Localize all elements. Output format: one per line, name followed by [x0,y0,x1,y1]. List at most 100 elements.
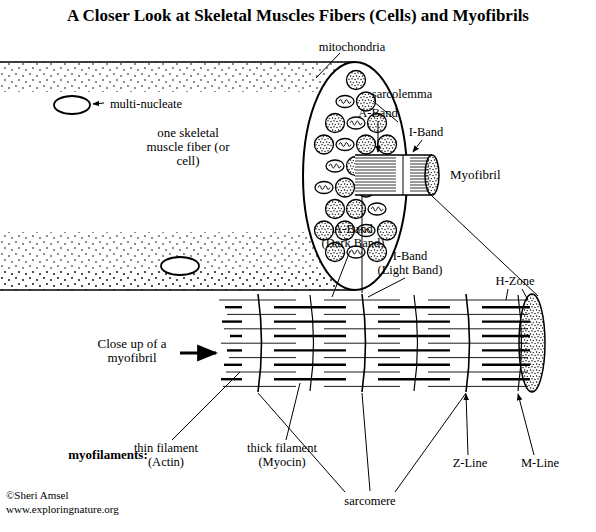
thin-filament [504,300,528,301]
myofibril-cylinder [425,155,439,195]
copyright-note: ©Sheri Amsel [6,488,206,502]
mitochondrion [336,139,354,151]
muscle-fiber-body [0,61,355,63]
thick-filament [378,306,450,308]
myofibril-cylinder [355,194,432,196]
myofibril-end [519,294,545,392]
myofibril-cylinder [355,161,396,162]
myofibril-cylinder [410,191,429,192]
mitochondrion [318,186,330,190]
myofibril-cylinder [355,170,396,171]
leader-line [286,383,300,440]
myofibril-cylinder [355,188,396,189]
leader-line [93,103,104,104]
mitochondrion [315,182,333,194]
myofibril-cylinder [403,155,404,195]
mitochondrion [368,203,386,215]
mitochondrion [326,160,344,172]
nucleus [54,96,90,114]
m-line [414,295,418,391]
mitochondrion [339,143,351,147]
thick-filament [378,378,450,380]
thick-filament [378,364,450,366]
thick-filament [222,320,242,322]
myofibril-cylinder [355,164,396,165]
z-line [362,294,366,392]
filament-label: thick filament (Myocin) [243,441,321,469]
thick-filament [274,306,346,308]
thin-filament [324,357,400,358]
leader-line [180,352,216,355]
leader-line [413,140,422,152]
band-label: I-Band [396,125,456,139]
myofibril-end [336,178,355,197]
thick-filament [274,320,346,322]
thick-filament [378,349,450,351]
myofibril-cylinder [355,158,396,159]
mitochondrion [350,250,362,254]
thick-filament [378,320,450,322]
node-label: Close up of a myofibril [87,337,177,365]
thick-filament [274,378,346,380]
leader-line [362,393,370,491]
thin-filament [224,328,296,329]
thick-filament [230,335,242,337]
thin-filament [227,314,296,315]
myofibril-closeup-drawing [219,294,545,392]
leader-line [316,53,340,78]
myofibril-cylinder [355,155,432,195]
filament-label: thin filament (Actin) [130,441,202,469]
line-label: M-Line [510,456,570,470]
myofibril-cylinder [355,179,396,180]
band-label: A-Band (Dark Band) [320,222,387,250]
mitochondrion [339,100,351,104]
myofibril-cylinder [355,182,396,183]
myofibril-cylinder [355,173,396,174]
mitochondrion [326,160,344,172]
thick-filament [227,349,242,351]
thin-filament [428,343,504,344]
thick-filament [224,364,242,366]
part-label: sarcolemma [357,87,447,101]
thin-filament [324,328,400,329]
leader-line [93,53,534,492]
nucleus [161,257,199,275]
thin-filament [428,372,504,373]
myofibril: Myofibril [355,155,432,195]
myofibril-end [315,135,334,154]
myofibril-cylinder [410,158,429,159]
z-line [466,294,470,392]
leader-line [466,394,468,455]
myofibril-end [378,135,397,154]
thick-filament [378,335,450,337]
part-label: mitochondria [302,40,402,54]
part-label: multi-nucleate [101,97,191,111]
mitochondrion [336,96,354,108]
thick-filament [274,349,346,351]
thin-filament [504,386,528,387]
myofibril-closeup: Close up of a myofibril [222,295,538,390]
z-line [258,294,262,392]
mitochondrion [368,203,386,215]
myofibril-cylinder [355,155,439,195]
band-label: A-Band [348,106,408,120]
node-label: one skeletal muscle fiber (or cell) [143,126,233,168]
myofibril-end [347,71,366,90]
leader-line [506,289,508,300]
leader-line [368,278,405,297]
mitochondrion [336,96,354,108]
thick-filament [225,306,242,308]
thin-filament [428,357,504,358]
thin-filament [428,328,504,329]
muscle-fiber: one skeletal muscle fiber (or cell) [0,62,355,290]
muscle-fiber-body [0,289,355,291]
muscle-fiber-body [0,62,355,290]
website-note: www.exploringnature.org [6,502,206,516]
mitochondrion [329,164,341,168]
leader-line [522,289,528,300]
leader-line [518,394,534,455]
thin-filament [324,314,400,315]
muscle-fiber-body [0,62,355,92]
diagram-title: A Closer Look at Skeletal Muscles Fibers… [0,6,596,26]
